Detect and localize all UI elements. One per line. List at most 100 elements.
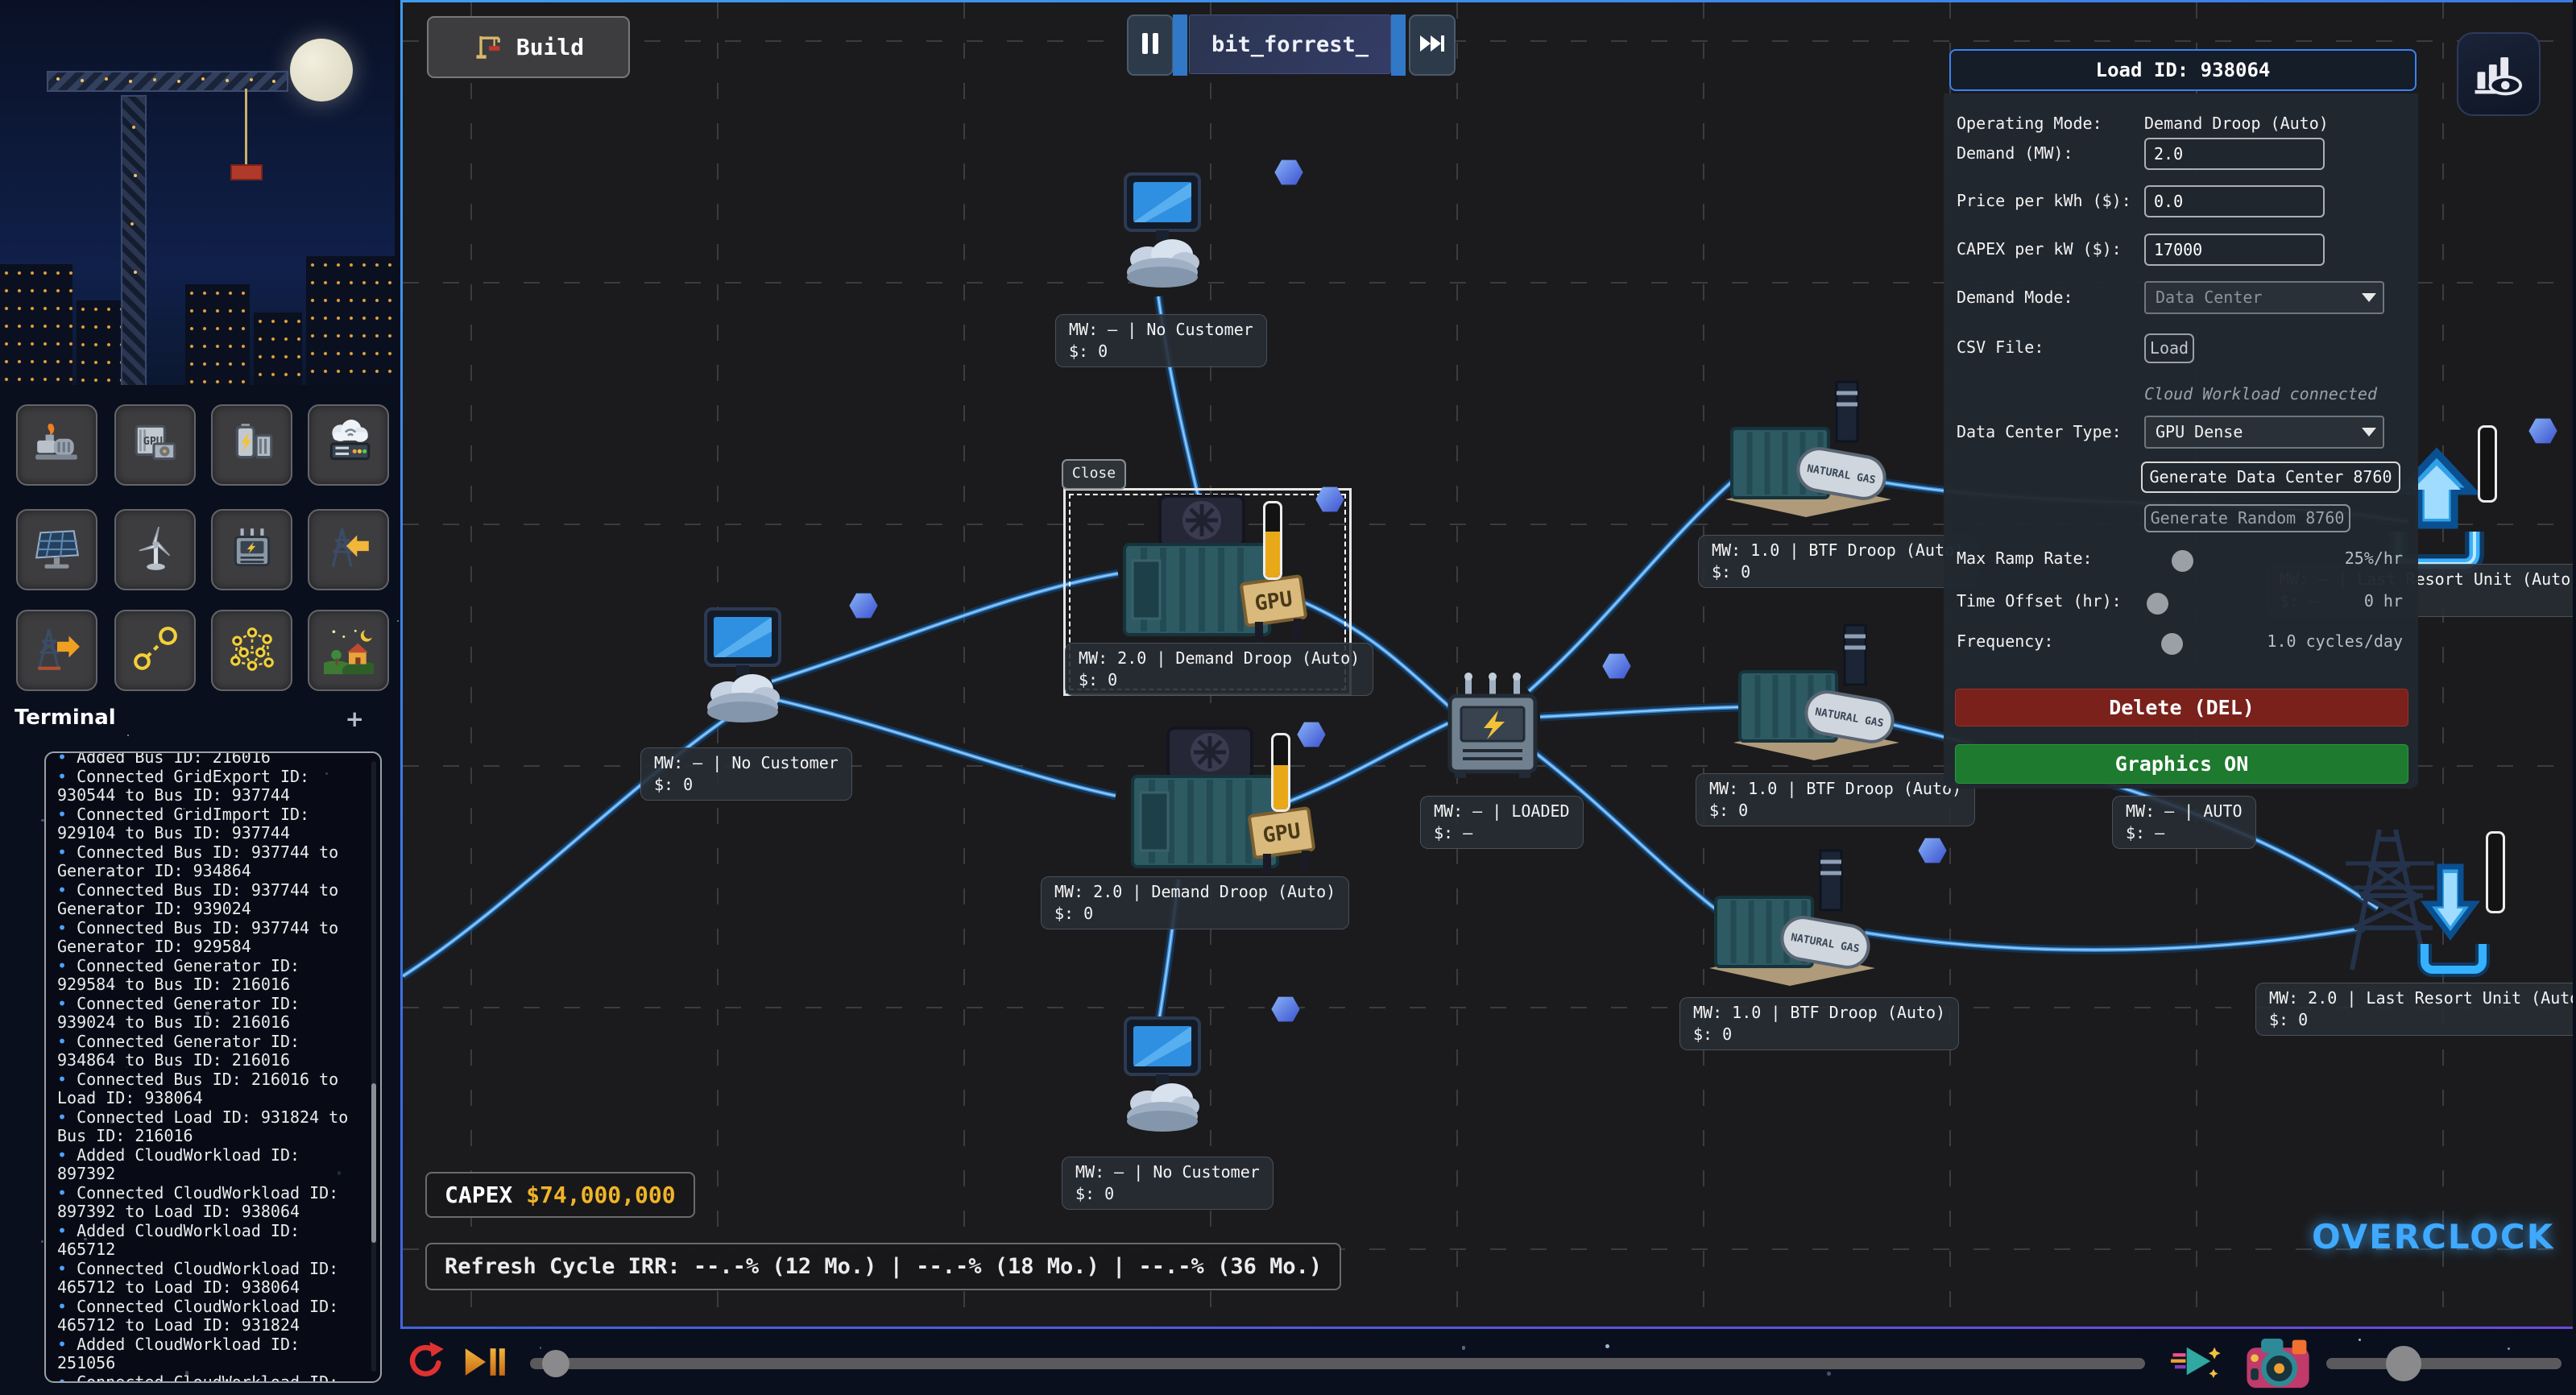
grid-export-icon bbox=[32, 624, 82, 677]
demand-input[interactable] bbox=[2144, 138, 2325, 170]
generate-random-button[interactable]: Generate Random 8760 bbox=[2144, 504, 2350, 532]
generate-data-center-button[interactable]: Generate Data Center 8760 bbox=[2141, 462, 2400, 493]
tool-connection-tool[interactable] bbox=[114, 610, 196, 691]
tool-gas-generator[interactable] bbox=[16, 404, 97, 486]
gas-node[interactable]: NATURAL GAS bbox=[1725, 622, 1903, 766]
terminal-log[interactable]: • Added Bus ID: 216016• Connected GridEx… bbox=[44, 751, 382, 1383]
frequency-value: 1.0 cycles/day bbox=[2267, 631, 2403, 651]
gpu-node[interactable]: GPU bbox=[1105, 725, 1323, 897]
terminal-log-entry: • Connected Generator ID: 934864 to Bus … bbox=[57, 1031, 300, 1070]
tool-battery-storage[interactable] bbox=[211, 404, 292, 486]
frequency-slider[interactable] bbox=[2161, 633, 2183, 655]
pause-button[interactable] bbox=[1127, 14, 1174, 76]
screenshot-button[interactable] bbox=[2242, 1332, 2314, 1395]
log-bullet-icon: • bbox=[57, 917, 77, 938]
gpu-datacenter-icon: GPU bbox=[130, 419, 180, 472]
operating-mode-value: Demand Droop (Auto) bbox=[2144, 114, 2329, 133]
log-bullet-icon: • bbox=[57, 1145, 77, 1165]
gas-node[interactable]: NATURAL GAS bbox=[1717, 379, 1895, 523]
irr-readout: Refresh Cycle IRR: --.-% (12 Mo.) | --.-… bbox=[425, 1243, 1342, 1290]
skip-forward-button[interactable] bbox=[1409, 14, 1456, 76]
cloud-workload-icon bbox=[324, 419, 374, 472]
tool-wind-turbine[interactable] bbox=[114, 509, 196, 590]
log-bullet-icon: • bbox=[57, 955, 77, 975]
svg-text:GPU: GPU bbox=[1261, 819, 1302, 848]
node-status-label: MW: – | No Customer$: 0 bbox=[1062, 1157, 1274, 1210]
terminal-add-button[interactable]: + bbox=[345, 706, 364, 732]
terminal-log-entry: • Added CloudWorkload ID: 897392 bbox=[57, 1145, 300, 1183]
zoom-handle[interactable] bbox=[2386, 1346, 2421, 1381]
demand-mode-select[interactable]: Data Center bbox=[2144, 281, 2384, 314]
terminal-log-entry: • Added CloudWorkload ID: 251056 bbox=[57, 1334, 300, 1372]
restart-button[interactable] bbox=[404, 1340, 445, 1385]
boost-button[interactable] bbox=[2171, 1335, 2222, 1390]
gas-generator-icon bbox=[32, 419, 82, 472]
graphics-toggle-button[interactable]: Graphics ON bbox=[1955, 744, 2408, 784]
log-bullet-icon: • bbox=[57, 1334, 77, 1354]
transformer-icon bbox=[227, 524, 277, 577]
price-label: Price per kWh ($): bbox=[1957, 191, 2131, 210]
pylon-node[interactable] bbox=[2330, 815, 2499, 983]
time-offset-label: Time Offset (hr): bbox=[1957, 591, 2122, 611]
terminal-log-entry: • Connected CloudWorkload ID: 465712 to … bbox=[57, 1258, 339, 1297]
utilization-gauge bbox=[1263, 501, 1282, 580]
zoom-track[interactable] bbox=[2326, 1358, 2562, 1369]
dc-type-value: GPU Dense bbox=[2156, 422, 2243, 441]
connection-hex-handle[interactable] bbox=[1271, 996, 1300, 1022]
computer-node[interactable] bbox=[1114, 169, 1211, 305]
tool-gpu-datacenter[interactable]: GPU bbox=[114, 404, 196, 486]
timeline-track[interactable] bbox=[530, 1358, 2145, 1369]
tool-transformer[interactable] bbox=[211, 509, 292, 590]
log-bullet-icon: • bbox=[57, 1182, 77, 1203]
timeline-handle[interactable] bbox=[542, 1350, 569, 1377]
tool-grid-import[interactable] bbox=[308, 509, 389, 590]
connection-hex-handle[interactable] bbox=[1274, 159, 1303, 185]
terminal-scrollbar[interactable] bbox=[371, 761, 376, 1372]
terminal-scrollbar-thumb[interactable] bbox=[371, 1083, 376, 1243]
network-mesh-icon bbox=[227, 624, 277, 677]
terminal-title: Terminal bbox=[14, 706, 116, 730]
chevron-down-icon bbox=[2362, 428, 2376, 437]
delete-button[interactable]: Delete (DEL) bbox=[1955, 689, 2408, 726]
computer-node[interactable] bbox=[1114, 1013, 1211, 1149]
chart-eye-icon bbox=[2471, 45, 2526, 103]
tool-solar-panel[interactable] bbox=[16, 509, 97, 590]
session-name-field[interactable]: bit_forrest_ bbox=[1189, 14, 1391, 74]
capex-input[interactable] bbox=[2144, 234, 2325, 266]
play-pause-button[interactable] bbox=[463, 1342, 508, 1385]
connection-hex-handle[interactable] bbox=[1918, 838, 1947, 863]
log-bullet-icon: • bbox=[57, 1296, 77, 1316]
frequency-label: Frequency: bbox=[1957, 631, 2054, 651]
tool-network-mesh[interactable] bbox=[211, 610, 292, 691]
transformer-node[interactable] bbox=[1432, 669, 1553, 784]
capex-per-kw-label: CAPEX per kW ($): bbox=[1957, 239, 2122, 259]
connection-hex-handle[interactable] bbox=[1602, 653, 1631, 679]
stats-view-button[interactable] bbox=[2457, 32, 2541, 116]
computer-node[interactable] bbox=[694, 604, 791, 740]
time-offset-slider[interactable] bbox=[2147, 593, 2168, 615]
build-button[interactable]: Build bbox=[427, 16, 630, 78]
tool-grid-export[interactable] bbox=[16, 610, 97, 691]
tool-home-load[interactable] bbox=[308, 610, 389, 691]
connection-hex-handle[interactable] bbox=[1297, 722, 1326, 747]
demand-label: Demand (MW): bbox=[1957, 143, 2073, 163]
csv-file-label: CSV File: bbox=[1957, 337, 2044, 357]
connection-hex-handle[interactable] bbox=[1315, 486, 1344, 512]
gas-node[interactable]: NATURAL GAS bbox=[1701, 847, 1878, 991]
tool-cloud-workload[interactable] bbox=[308, 404, 389, 486]
terminal-log-lines: • Added Bus ID: 216016• Connected GridEx… bbox=[57, 753, 360, 1381]
connection-hex-handle[interactable] bbox=[2528, 418, 2557, 444]
cloud-workload-status: Cloud Workload connected bbox=[2144, 384, 2377, 404]
connection-hex-handle[interactable] bbox=[849, 593, 878, 619]
gpu-node[interactable]: GPU bbox=[1097, 493, 1315, 665]
ramp-rate-slider[interactable] bbox=[2172, 550, 2193, 572]
price-input[interactable] bbox=[2144, 185, 2325, 217]
log-bullet-icon: • bbox=[57, 1107, 77, 1127]
log-bullet-icon: • bbox=[57, 842, 77, 862]
csv-load-button[interactable]: Load bbox=[2144, 333, 2194, 363]
time-offset-value: 0 hr bbox=[2363, 591, 2403, 611]
dc-type-select[interactable]: GPU Dense bbox=[2144, 416, 2384, 449]
skip-forward-icon bbox=[1418, 32, 1447, 58]
log-bullet-icon: • bbox=[57, 993, 77, 1013]
close-selection-button[interactable]: Close bbox=[1062, 459, 1126, 490]
